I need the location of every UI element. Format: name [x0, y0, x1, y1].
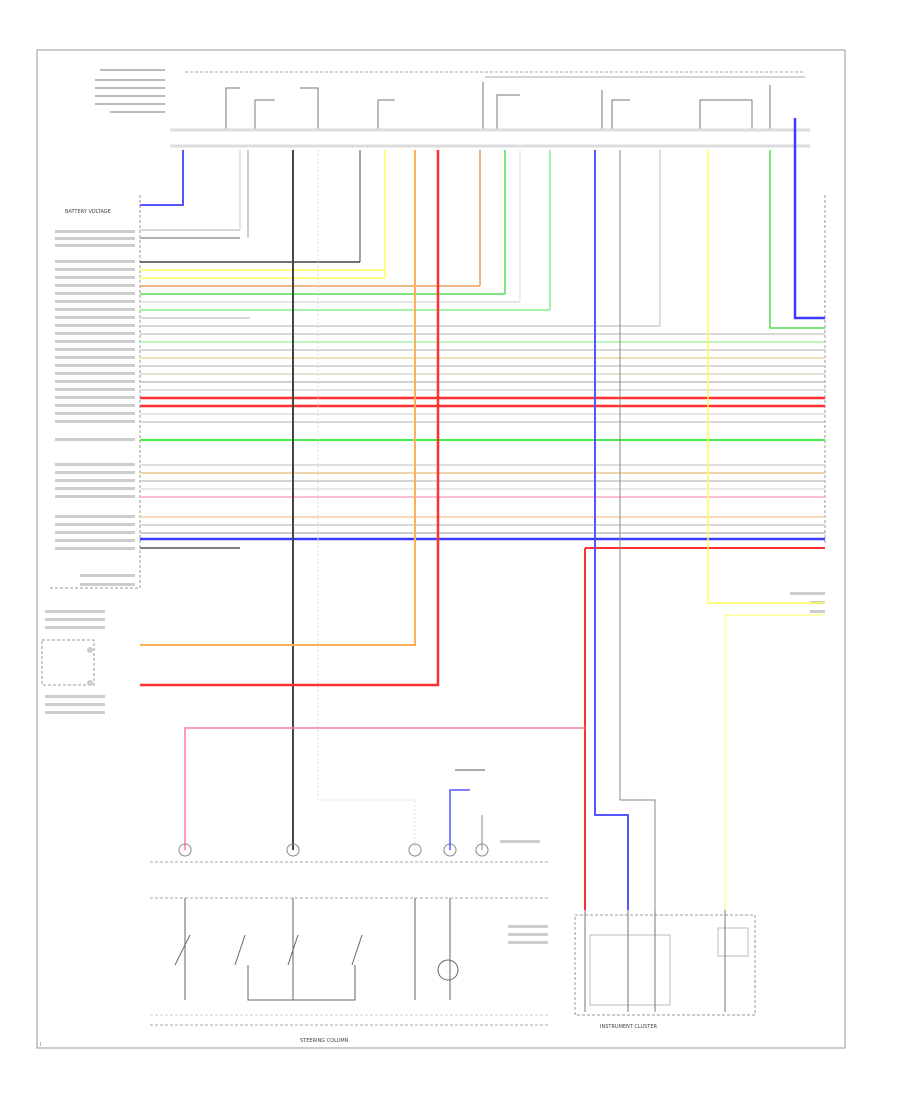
ecm-module-outline: [139, 195, 826, 590]
left-sensor-component: [41, 610, 105, 714]
footer-id: J: [39, 1041, 41, 1046]
ecm-horizontal-wires: [140, 229, 825, 549]
instrument-cluster-block: [574, 910, 756, 1016]
diagram-frame: [36, 49, 846, 1049]
top-pin-label-row: [170, 128, 810, 148]
vertical-wires: [140, 118, 825, 910]
pin-label-battery: BATTERY VOLTAGE: [65, 209, 111, 215]
right-side-component: [500, 840, 565, 960]
instrument-cluster-label: INSTRUMENT CLUSTER: [600, 1024, 658, 1030]
steering-column-label: STEERING COLUMN: [300, 1038, 349, 1044]
left-pin-label-list: BATTERY VOLTAGE: [55, 209, 135, 586]
top-left-text-block: [95, 62, 175, 120]
steering-column-switches: [150, 898, 550, 1026]
right-pin-label-list: [790, 592, 825, 613]
steering-column-connectors: [150, 769, 550, 899]
top-connector-stubs: [225, 82, 771, 130]
